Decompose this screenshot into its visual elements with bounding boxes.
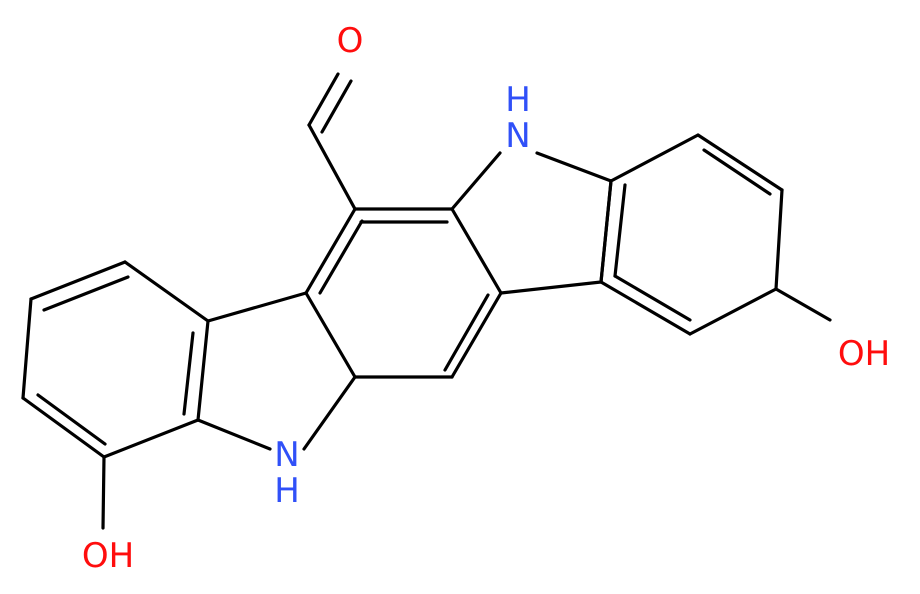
bond-line bbox=[450, 151, 502, 211]
bond-line bbox=[613, 274, 692, 322]
bond-line bbox=[688, 287, 778, 336]
aldehyde-oxygen-label: O bbox=[337, 21, 364, 61]
hydroxyl-right-label: OH bbox=[838, 334, 890, 374]
bond-line bbox=[599, 179, 613, 284]
bond-line bbox=[304, 207, 357, 295]
bond-line bbox=[609, 133, 700, 183]
bond-line bbox=[36, 393, 107, 446]
bond-line bbox=[307, 123, 357, 211]
bond-line bbox=[21, 297, 33, 400]
bond-line bbox=[702, 148, 772, 196]
atom-label-layer: O H N N H OH OH bbox=[82, 21, 890, 576]
bond-line bbox=[304, 291, 357, 379]
bond-line bbox=[29, 260, 127, 301]
bond-line bbox=[774, 188, 784, 291]
nh-bottom-h-label: H bbox=[274, 471, 300, 511]
bond-line bbox=[21, 396, 106, 459]
hydroxyl-bottom-label: OH bbox=[82, 536, 134, 576]
bond-line bbox=[42, 275, 130, 312]
bond-line bbox=[102, 418, 200, 459]
nh-bottom-n-label: N bbox=[274, 435, 299, 475]
bond-line bbox=[302, 375, 357, 451]
bond-line bbox=[307, 72, 340, 127]
bond-line bbox=[206, 291, 308, 323]
bond-line bbox=[196, 319, 210, 422]
bond-line bbox=[318, 219, 364, 295]
bond-line bbox=[613, 183, 627, 278]
bond-line bbox=[696, 133, 784, 192]
bond-line bbox=[443, 293, 490, 372]
bond-line bbox=[182, 331, 195, 416]
bond-line bbox=[774, 287, 832, 322]
bond-line bbox=[320, 79, 353, 134]
bond-line bbox=[101, 455, 106, 530]
bond-line bbox=[196, 418, 272, 451]
nh-top-n-label: N bbox=[505, 116, 530, 156]
bond-layer bbox=[21, 72, 832, 530]
bond-line bbox=[450, 291, 503, 379]
bond-line bbox=[450, 207, 503, 295]
bond-line bbox=[599, 280, 692, 336]
bond-line bbox=[499, 280, 603, 295]
bond-line bbox=[535, 151, 613, 183]
bond-line bbox=[123, 260, 210, 323]
nh-top-h-label: H bbox=[505, 80, 531, 120]
